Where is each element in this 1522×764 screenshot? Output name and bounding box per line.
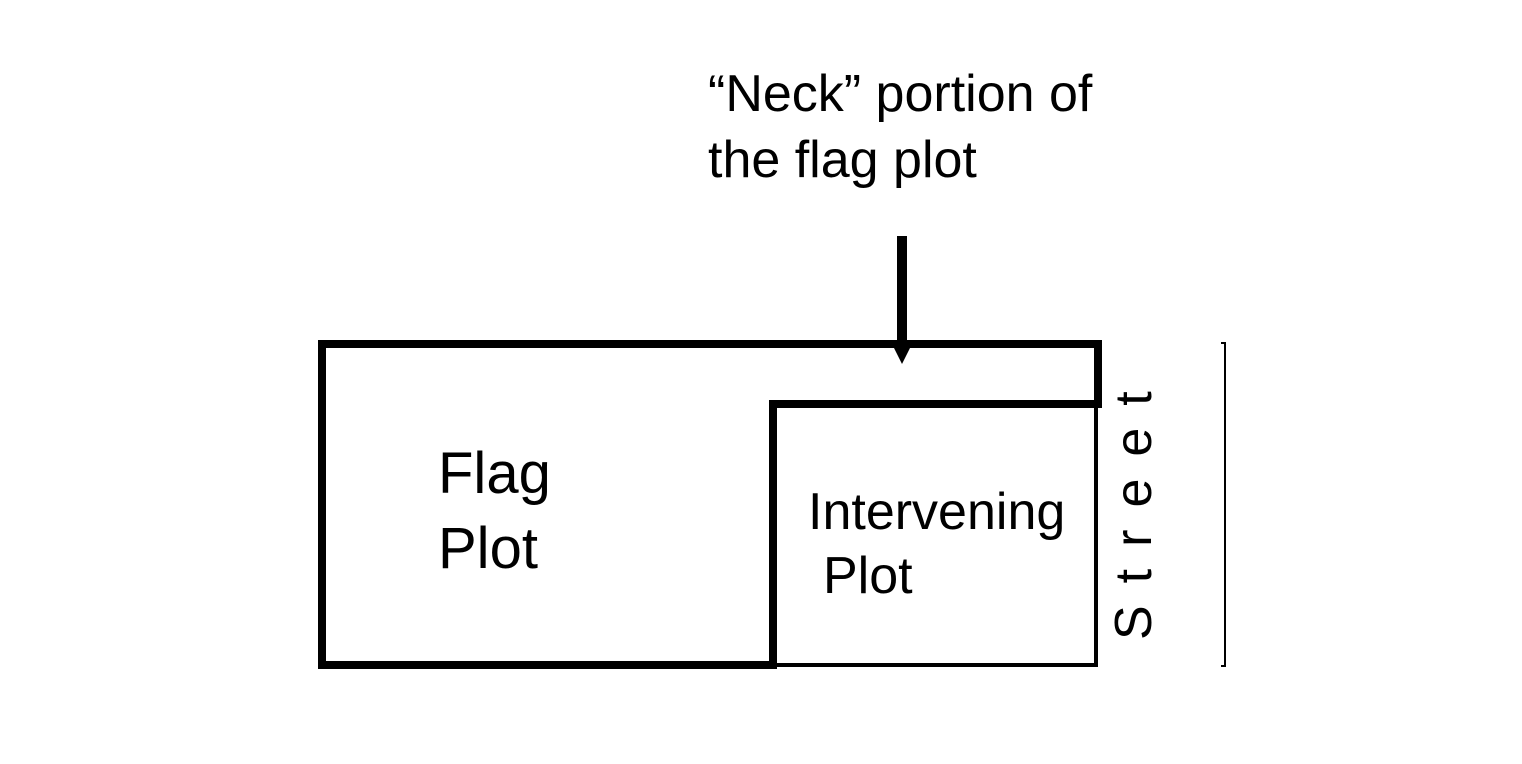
- intervening-plot-label-line-2: Plot: [823, 547, 913, 605]
- flag-plot-label-line-2: Plot: [438, 516, 538, 581]
- callout-line-2: the flag plot: [708, 131, 977, 189]
- neck-arrow-head: [890, 340, 914, 364]
- flag-plot-label-line-1: Flag: [438, 441, 551, 506]
- callout-line-1: “Neck” portion of: [708, 65, 1093, 123]
- street-bracket: [1221, 342, 1226, 667]
- intervening-plot-label-line-1: Intervening: [808, 483, 1066, 541]
- street-label: Street: [1105, 369, 1163, 640]
- intervening-plot-boundary: [773, 404, 1098, 667]
